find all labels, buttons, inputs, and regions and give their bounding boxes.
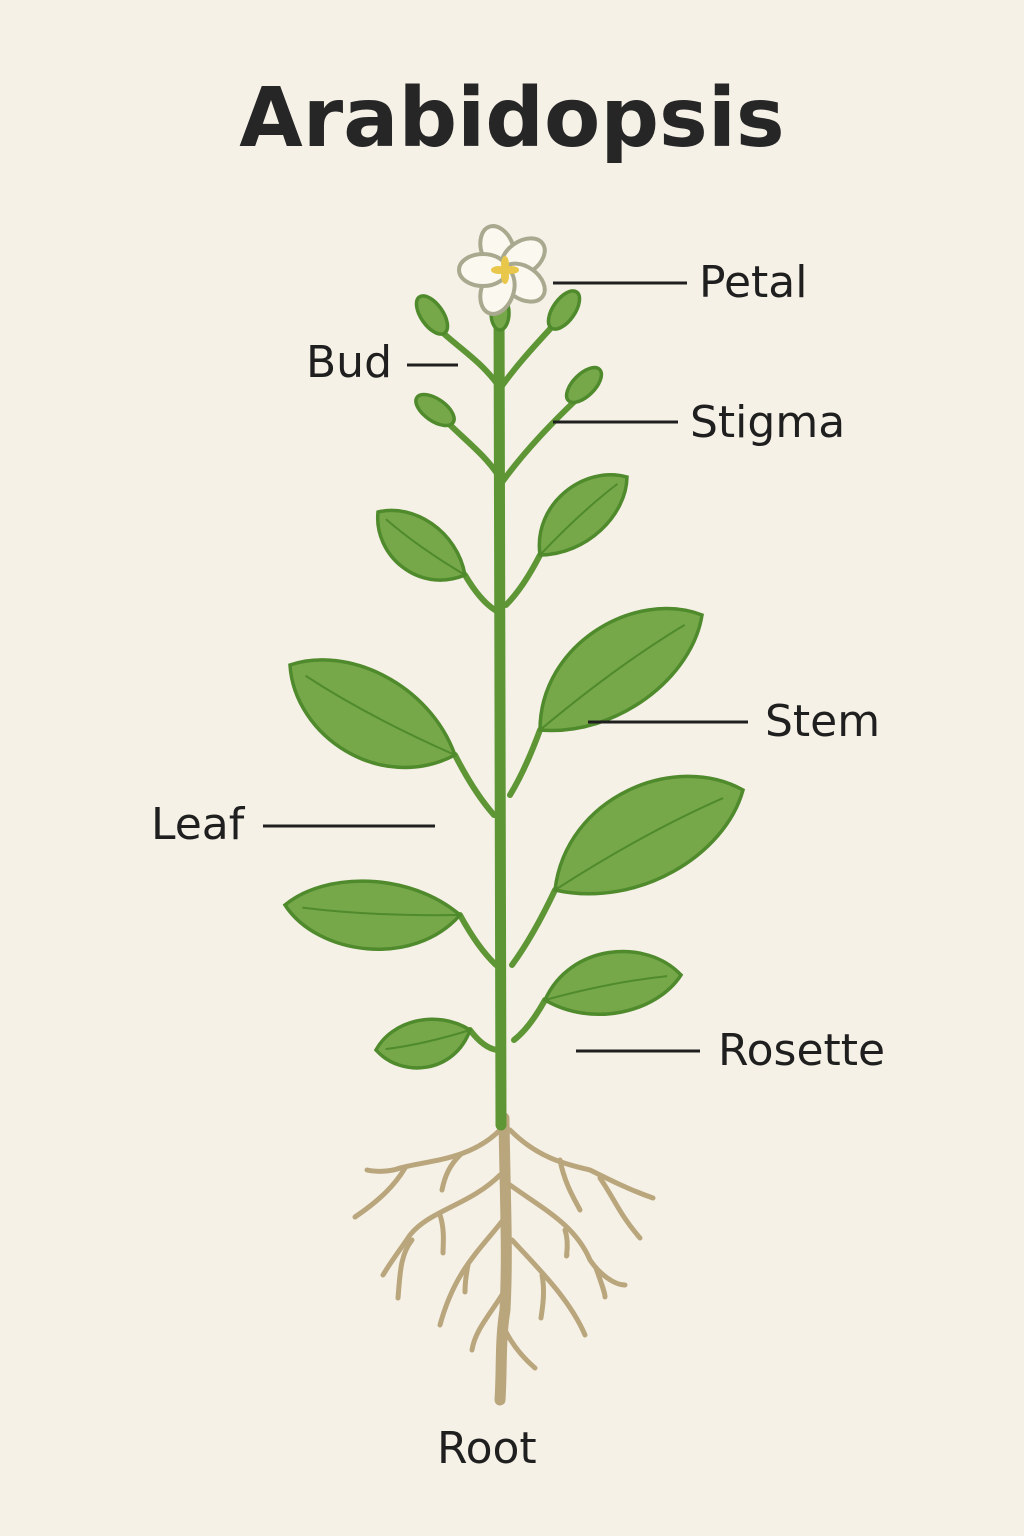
leaf	[373, 1017, 473, 1070]
leaf-vein	[304, 674, 456, 756]
label-stem: Stem	[765, 696, 881, 747]
petiole	[452, 752, 497, 818]
leaf	[537, 473, 629, 557]
lateral-root	[364, 1127, 503, 1174]
lateral-root	[380, 1172, 503, 1278]
flower	[457, 224, 547, 316]
leaf-blade	[373, 1017, 473, 1070]
leaf-blade	[538, 606, 704, 733]
petiole	[507, 727, 543, 798]
buds	[414, 289, 604, 428]
label-leaf: Leaf	[151, 799, 245, 850]
label-petal: Petal	[699, 257, 808, 308]
leaf	[282, 879, 463, 951]
lateral-root	[502, 1327, 538, 1371]
leader-lines	[263, 281, 748, 1053]
leaf-blade	[553, 774, 746, 896]
lateral-root	[538, 1272, 547, 1321]
petiole	[467, 1027, 500, 1053]
lateral-root	[469, 1287, 508, 1353]
leaf-vein	[544, 975, 668, 1001]
lateral-root	[462, 1262, 471, 1295]
branch-stem	[437, 327, 501, 388]
leaf-blade	[376, 508, 467, 582]
leaf	[542, 949, 684, 1016]
petiole	[457, 912, 499, 968]
bud-icon	[546, 289, 582, 331]
leaf-vein	[385, 1029, 471, 1051]
bud-icon	[414, 392, 456, 428]
bud-icon	[414, 294, 450, 336]
leaf	[553, 774, 746, 896]
lateral-root	[437, 1212, 446, 1256]
leaf-vein	[539, 483, 619, 556]
leaf-vein	[385, 518, 466, 576]
leaf-blade	[288, 658, 458, 770]
leaf-vein	[539, 624, 686, 731]
bud-icon	[564, 365, 604, 405]
petiole	[462, 572, 498, 613]
leaf-vein	[302, 906, 461, 917]
lateral-root	[597, 1175, 643, 1241]
label-root: Root	[437, 1423, 537, 1474]
label-rosette: Rosette	[718, 1025, 886, 1076]
lateral-root	[507, 1127, 656, 1201]
diagram-title: Arabidopsis	[239, 71, 785, 166]
lateral-root	[507, 1182, 628, 1288]
lateral-root	[352, 1165, 408, 1220]
primary-root	[494, 1112, 512, 1406]
petiole	[503, 552, 543, 608]
leaf	[288, 658, 458, 770]
branch-stem	[442, 417, 501, 478]
leaf-blade	[282, 879, 463, 951]
leaves	[282, 473, 746, 1070]
leaf-blade	[542, 949, 684, 1016]
label-stigma: Stigma	[690, 397, 846, 448]
branch-stem	[497, 395, 581, 488]
lateral-root	[439, 1152, 463, 1193]
petiole	[511, 997, 548, 1043]
lateral-root	[509, 1237, 588, 1338]
lateral-root	[395, 1237, 415, 1301]
leaf	[376, 508, 467, 582]
lateral-root	[562, 1227, 570, 1259]
roots	[352, 1112, 656, 1406]
petiole	[509, 887, 558, 968]
leaf-vein	[554, 797, 724, 891]
lateral-root	[593, 1265, 608, 1300]
leaf	[538, 606, 704, 733]
lateral-root	[557, 1157, 583, 1213]
main-stem	[493, 294, 507, 1131]
label-bud: Bud	[306, 337, 393, 388]
